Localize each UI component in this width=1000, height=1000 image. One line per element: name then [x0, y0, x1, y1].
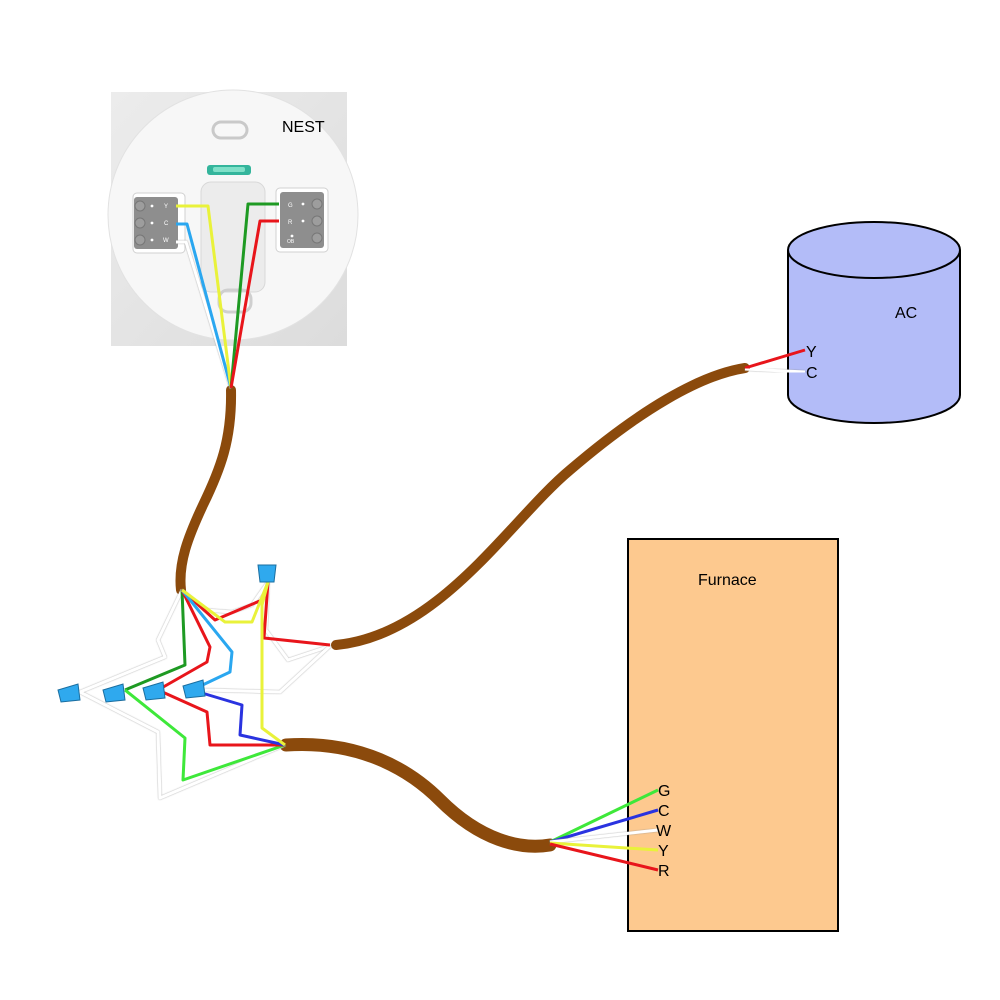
- nest-wires: [176, 202, 279, 389]
- wire-junction-green-furnace: [124, 688, 286, 782]
- mounting-slot-top: [211, 120, 249, 140]
- cables: [175, 363, 750, 853]
- wire-nest-c-blue: [176, 222, 233, 389]
- wire-junction-yellow-nest: [181, 581, 270, 624]
- wire-nest-w-white: [176, 240, 233, 389]
- wire-junction-white-loop: [78, 589, 286, 800]
- furnace-terminal-r-label: R: [658, 863, 670, 880]
- wire-nest-r-red: [229, 219, 279, 389]
- ac-terminal-y-label: Y: [806, 344, 817, 361]
- wire-junction-blue-light: [180, 589, 234, 692]
- ac-terminal-c-label: C: [806, 365, 818, 382]
- wire-junction-red-ac: [262, 581, 331, 647]
- left-connector-block: Y C W: [132, 192, 186, 254]
- nest-label: NEST: [282, 119, 325, 136]
- cable-junction-to-furnace: [279, 737, 557, 853]
- wire-nut-icon: [57, 683, 81, 703]
- nest-terminal-c-label: C: [164, 221, 169, 227]
- wire-ac-y-red: [744, 348, 806, 370]
- wire-junction-green-dark: [124, 589, 187, 692]
- furnace-terminal-g-label: G: [658, 783, 670, 800]
- ac-body: [787, 250, 961, 424]
- wire-nut-icon: [102, 683, 126, 703]
- wire-opening: [200, 181, 266, 293]
- wire-junction-red-furnace: [157, 688, 285, 747]
- wire-ac-c-white: [744, 367, 806, 374]
- ac-unit: AC Y C: [744, 221, 961, 424]
- wire-junction-yellow-furnace: [260, 581, 286, 747]
- nest-terminal-g-label: G: [288, 203, 293, 209]
- wire-nut-icon: [182, 679, 206, 699]
- furnace-terminal-c-label: C: [658, 803, 670, 820]
- nest-terminal-y-label: Y: [164, 204, 168, 210]
- nest-terminal-ob-label: OB: [287, 239, 295, 245]
- wire-furnace-r-red: [549, 842, 659, 872]
- wire-furnace-g-green: [549, 788, 659, 844]
- junction-wires: [78, 581, 332, 800]
- wire-furnace-w-white: [549, 828, 659, 844]
- furnace-terminal-w-label: W: [656, 823, 672, 840]
- furnace-terminal-y-label: Y: [658, 843, 669, 860]
- wire-nuts: [57, 564, 277, 703]
- right-connector-block: G R OB: [275, 187, 329, 253]
- cable-junction-to-ac: [331, 363, 750, 650]
- nest-thermostat-base: Y C W G R OB NEST: [107, 89, 359, 346]
- wire-nut-icon: [142, 681, 166, 701]
- furnace-body: [627, 538, 839, 932]
- wire-junction-white-c: [204, 644, 332, 694]
- furnace-label: Furnace: [698, 572, 757, 589]
- ac-top: [787, 221, 961, 279]
- wire-junction-red-nest: [157, 589, 212, 692]
- ac-label: AC: [895, 305, 917, 322]
- furnace-unit: Furnace G C W Y R: [549, 538, 839, 932]
- wire-nest-y-yellow: [176, 204, 233, 389]
- wire-furnace-y-yellow: [549, 841, 659, 852]
- wire-nut-icon: [257, 564, 277, 583]
- wire-junction-white-ac: [264, 581, 331, 662]
- wire-junction-blue-furnace: [191, 688, 286, 747]
- wire-furnace-c-blue: [549, 808, 659, 844]
- wire-nest-g-green: [229, 202, 279, 389]
- nest-terminal-w-label: W: [163, 238, 169, 244]
- cable-nest-to-junction: [175, 385, 237, 595]
- nest-terminal-r-label: R: [288, 220, 293, 226]
